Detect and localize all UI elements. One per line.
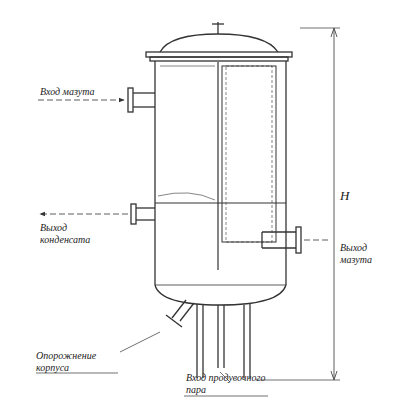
flow-label: Опорожнение корпуса — [36, 350, 122, 374]
flow-label: Вход продувочного пара — [186, 372, 286, 396]
flow-label: Выход конденсата — [40, 222, 100, 246]
dimension-label: H — [340, 190, 360, 202]
flow-label: Вход мазута — [40, 86, 130, 98]
flow-label: Выход мазута — [340, 242, 400, 266]
